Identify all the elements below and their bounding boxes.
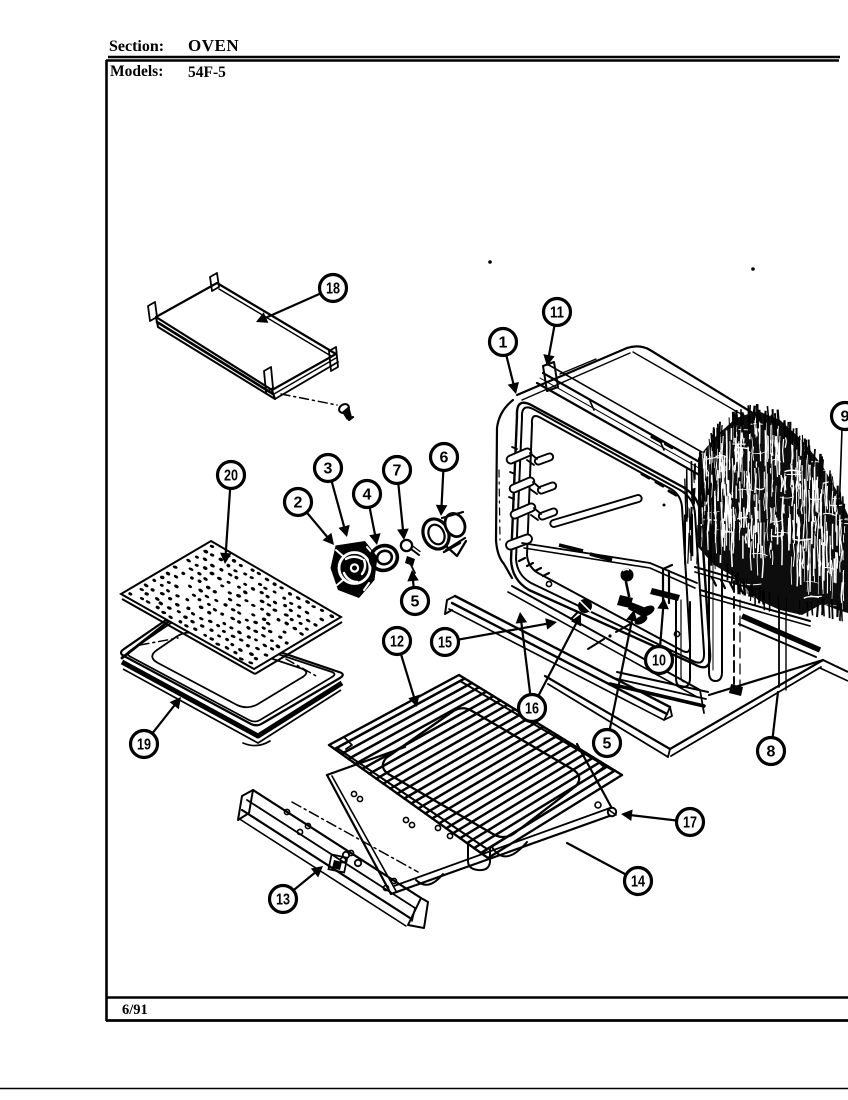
svg-text:5: 5 bbox=[411, 594, 420, 611]
svg-text:54F-5: 54F-5 bbox=[188, 64, 226, 81]
svg-text:17: 17 bbox=[683, 815, 697, 832]
svg-text:7: 7 bbox=[393, 463, 402, 480]
svg-text:11: 11 bbox=[550, 305, 564, 322]
svg-text:1: 1 bbox=[499, 335, 508, 352]
svg-text:20: 20 bbox=[224, 468, 238, 485]
svg-text:6: 6 bbox=[440, 450, 449, 467]
svg-text:12: 12 bbox=[390, 634, 404, 651]
svg-text:3: 3 bbox=[324, 461, 333, 478]
svg-text:2: 2 bbox=[294, 495, 303, 512]
svg-text:13: 13 bbox=[276, 892, 290, 909]
svg-text:19: 19 bbox=[137, 737, 151, 754]
svg-text:5: 5 bbox=[603, 736, 612, 753]
svg-text:16: 16 bbox=[525, 701, 539, 718]
svg-text:14: 14 bbox=[631, 874, 645, 891]
svg-text:Models:: Models: bbox=[110, 63, 163, 80]
svg-text:6/91: 6/91 bbox=[122, 1002, 148, 1018]
svg-text:OVEN: OVEN bbox=[188, 36, 239, 55]
svg-text:15: 15 bbox=[438, 635, 452, 652]
svg-text:Section:: Section: bbox=[109, 38, 164, 55]
svg-text:9: 9 bbox=[841, 409, 848, 426]
svg-text:8: 8 bbox=[767, 744, 776, 761]
svg-text:10: 10 bbox=[652, 653, 666, 670]
svg-text:18: 18 bbox=[326, 281, 340, 298]
svg-text:4: 4 bbox=[363, 487, 372, 504]
